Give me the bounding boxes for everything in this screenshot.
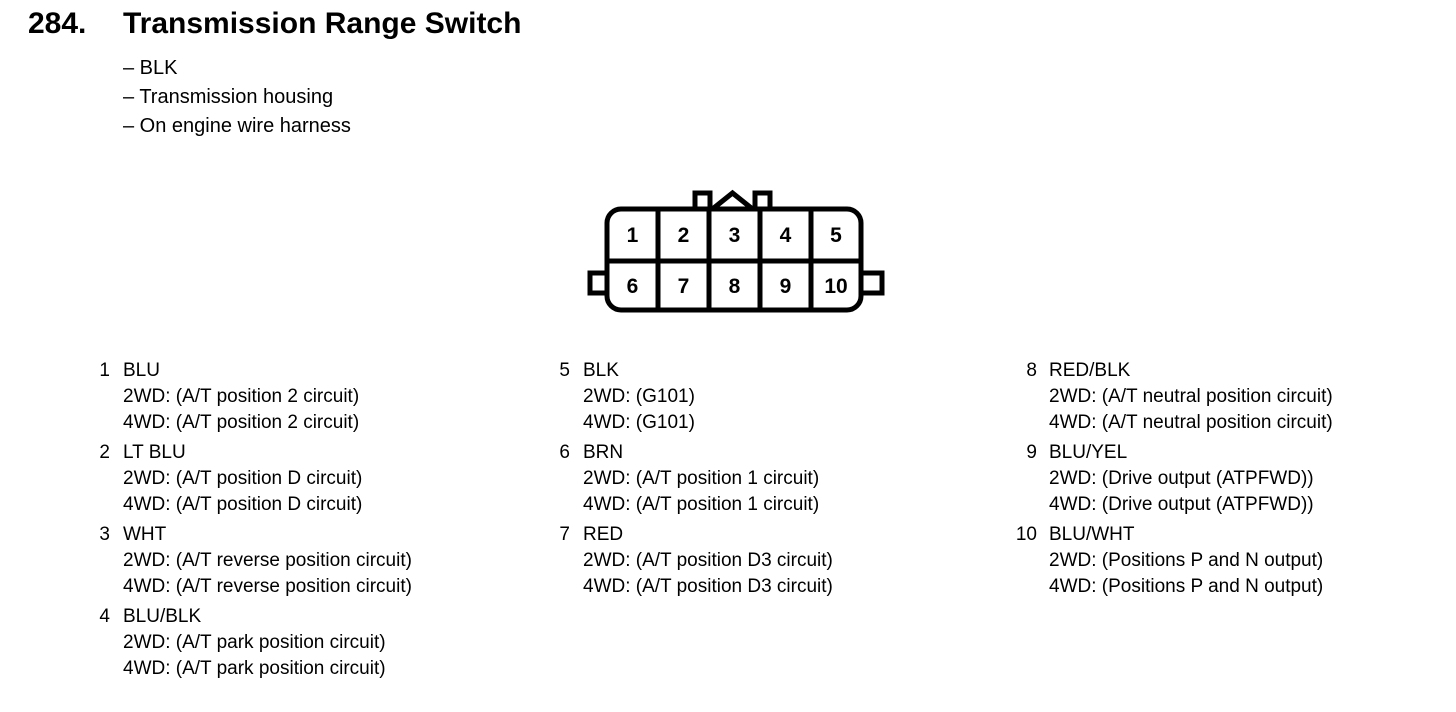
pin-detail-4wd: 4WD: (A/T neutral position circuit) <box>1049 412 1333 433</box>
connector-diagram: 1 2 3 4 5 6 7 8 9 10 <box>587 189 885 313</box>
pin-detail-2wd: 2WD: (A/T position D3 circuit) <box>583 550 833 571</box>
pin-number: 4 <box>99 606 110 627</box>
pin-detail-2wd: 2WD: (A/T park position circuit) <box>123 632 386 653</box>
pin-entry: 8 RED/BLK 2WD: (A/T neutral position cir… <box>1003 358 1333 436</box>
pin-entry: 2 LT BLU 2WD: (A/T position D circuit) 4… <box>86 440 412 518</box>
pin-detail-4wd: 4WD: (Positions P and N output) <box>1049 576 1324 597</box>
wire-color-label: BLU/BLK <box>123 606 202 627</box>
pin-detail-4wd: 4WD: (A/T reverse position circuit) <box>123 576 412 597</box>
pin-entry: 6 BRN 2WD: (A/T position 1 circuit) 4WD:… <box>546 440 833 518</box>
connector-pin-cell: 10 <box>824 275 847 298</box>
pin-number: 10 <box>1015 524 1037 545</box>
pin-number: 2 <box>99 442 110 463</box>
connector-pin-cell: 2 <box>678 224 690 247</box>
note-line: – On engine wire harness <box>123 115 351 137</box>
pin-number: 6 <box>559 442 570 463</box>
connector-pin-cell: 7 <box>678 275 690 298</box>
page-header: 284. Transmission Range Switch <box>28 5 521 43</box>
connector-pin-cell: 5 <box>830 224 842 247</box>
connector-pin-cell: 9 <box>780 275 792 298</box>
connector-pin-cell: 3 <box>729 224 741 247</box>
pin-number: 9 <box>1026 442 1037 463</box>
pin-entry: 5 BLK 2WD: (G101) 4WD: (G101) <box>546 358 833 436</box>
pin-detail-2wd: 2WD: (A/T position 1 circuit) <box>583 468 820 489</box>
pin-number: 5 <box>559 360 570 381</box>
pin-number: 3 <box>99 524 110 545</box>
pin-detail-4wd: 4WD: (Drive output (ATPFWD)) <box>1049 494 1314 515</box>
pin-entry: 1 BLU 2WD: (A/T position 2 circuit) 4WD:… <box>86 358 412 436</box>
wire-color-label: BRN <box>583 442 624 463</box>
wire-color-label: RED/BLK <box>1049 360 1131 381</box>
connector-pin-cell: 6 <box>627 275 639 298</box>
pin-detail-2wd: 2WD: (A/T position D circuit) <box>123 468 363 489</box>
pin-detail-4wd: 4WD: (A/T position D3 circuit) <box>583 576 833 597</box>
connector-notes: – BLK – Transmission housing – On engine… <box>123 54 351 141</box>
pin-entry: 10 BLU/WHT 2WD: (Positions P and N outpu… <box>1003 522 1333 600</box>
note-line: – BLK <box>123 57 178 79</box>
wire-color-label: BLK <box>583 360 619 381</box>
pin-detail-2wd: 2WD: (Positions P and N output) <box>1049 550 1324 571</box>
pin-list-column-2: 5 BLK 2WD: (G101) 4WD: (G101) 6 BRN 2WD:… <box>546 358 833 604</box>
wire-color-label: RED <box>583 524 624 545</box>
pin-detail-4wd: 4WD: (A/T position 2 circuit) <box>123 412 360 433</box>
connector-pin-cell: 8 <box>729 275 741 298</box>
pin-detail-2wd: 2WD: (G101) <box>583 386 695 407</box>
wire-color-label: LT BLU <box>123 442 186 463</box>
pin-detail-2wd: 2WD: (A/T neutral position circuit) <box>1049 386 1333 407</box>
connector-pin-cell: 4 <box>780 224 792 247</box>
connector-pin-cell: 1 <box>627 224 639 247</box>
wire-color-label: BLU <box>123 360 160 381</box>
pin-entry: 4 BLU/BLK 2WD: (A/T park position circui… <box>86 604 412 682</box>
section-number: 284. <box>28 7 87 40</box>
pin-list-column-3: 8 RED/BLK 2WD: (A/T neutral position cir… <box>1003 358 1333 604</box>
pin-detail-4wd: 4WD: (G101) <box>583 412 695 433</box>
wire-color-label: WHT <box>123 524 167 545</box>
wire-color-label: BLU/YEL <box>1049 442 1128 463</box>
pin-detail-4wd: 4WD: (A/T position 1 circuit) <box>583 494 820 515</box>
pin-number: 8 <box>1026 360 1037 381</box>
pin-detail-2wd: 2WD: (A/T position 2 circuit) <box>123 386 360 407</box>
pin-list-column-1: 1 BLU 2WD: (A/T position 2 circuit) 4WD:… <box>86 358 412 686</box>
pin-entry: 9 BLU/YEL 2WD: (Drive output (ATPFWD)) 4… <box>1003 440 1333 518</box>
pin-detail-4wd: 4WD: (A/T position D circuit) <box>123 494 363 515</box>
pin-number: 7 <box>559 524 570 545</box>
wire-color-label: BLU/WHT <box>1049 524 1135 545</box>
pin-number: 1 <box>99 360 110 381</box>
pin-entry: 7 RED 2WD: (A/T position D3 circuit) 4WD… <box>546 522 833 600</box>
pin-detail-2wd: 2WD: (Drive output (ATPFWD)) <box>1049 468 1314 489</box>
pin-detail-4wd: 4WD: (A/T park position circuit) <box>123 658 386 679</box>
pin-detail-2wd: 2WD: (A/T reverse position circuit) <box>123 550 412 571</box>
page-title: Transmission Range Switch <box>123 7 522 40</box>
note-line: – Transmission housing <box>123 86 334 108</box>
pin-entry: 3 WHT 2WD: (A/T reverse position circuit… <box>86 522 412 600</box>
